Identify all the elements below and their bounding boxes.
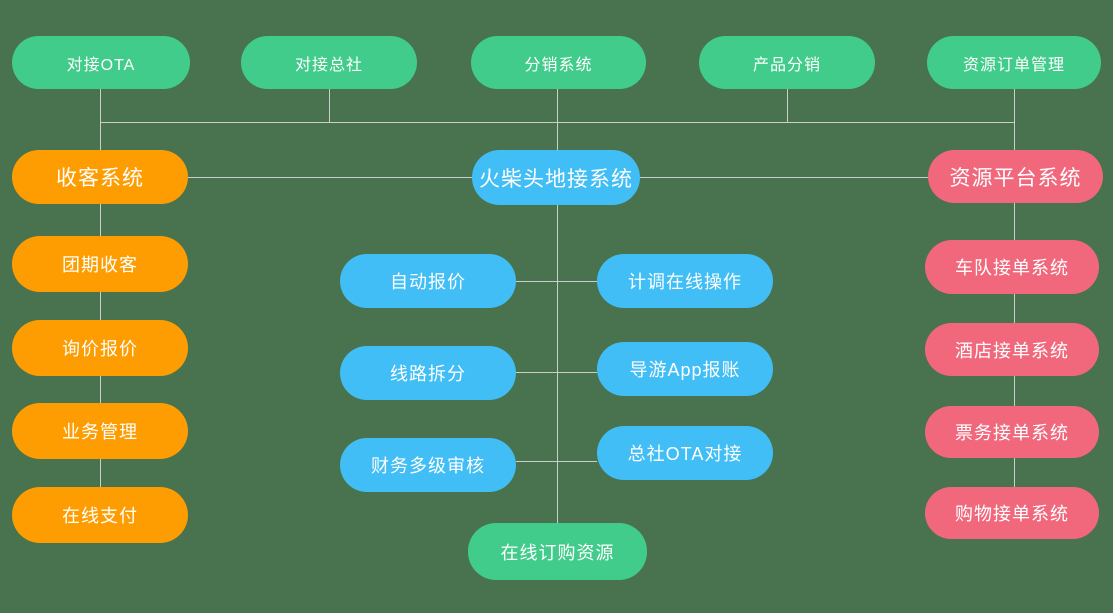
node-product-distribution: 产品分销 [699, 36, 875, 89]
node-hotel-order-system: 酒店接单系统 [925, 323, 1099, 376]
node-finance-multilevel-audit: 财务多级审核 [340, 438, 516, 492]
node-business-mgmt: 业务管理 [12, 403, 188, 459]
node-route-split: 线路拆分 [340, 346, 516, 400]
node-inquiry-quote: 询价报价 [12, 320, 188, 376]
connector-line [516, 372, 597, 373]
node-auto-quote: 自动报价 [340, 254, 516, 308]
node-matchhead-dmc-core: 火柴头地接系统 [472, 150, 640, 205]
node-fleet-order-system: 车队接单系统 [925, 240, 1099, 294]
connector-line [557, 89, 558, 150]
node-group-intake: 团期收客 [12, 236, 188, 292]
node-operator-online-ops: 计调在线操作 [597, 254, 773, 308]
connector-line [329, 89, 330, 123]
node-distribution-system: 分销系统 [471, 36, 646, 89]
node-online-resource-booking: 在线订购资源 [468, 523, 647, 580]
connector-line [787, 89, 788, 123]
connector-line [100, 122, 1015, 123]
connector-line [516, 461, 597, 462]
node-resource-platform-system: 资源平台系统 [928, 150, 1103, 203]
node-customer-intake-system: 收客系统 [12, 150, 188, 204]
node-guide-app-expense: 导游App报账 [597, 342, 773, 396]
node-shopping-order-system: 购物接单系统 [925, 487, 1099, 539]
node-resource-order-mgmt: 资源订单管理 [927, 36, 1101, 89]
node-online-payment: 在线支付 [12, 487, 188, 543]
connector-line [100, 89, 101, 150]
node-hq-integration: 对接总社 [241, 36, 417, 89]
connector-line [1014, 89, 1015, 150]
connector-line [516, 281, 597, 282]
node-ota-integration: 对接OTA [12, 36, 190, 89]
connector-line [557, 205, 558, 523]
node-ticket-order-system: 票务接单系统 [925, 406, 1099, 458]
node-hq-ota-integration: 总社OTA对接 [597, 426, 773, 480]
